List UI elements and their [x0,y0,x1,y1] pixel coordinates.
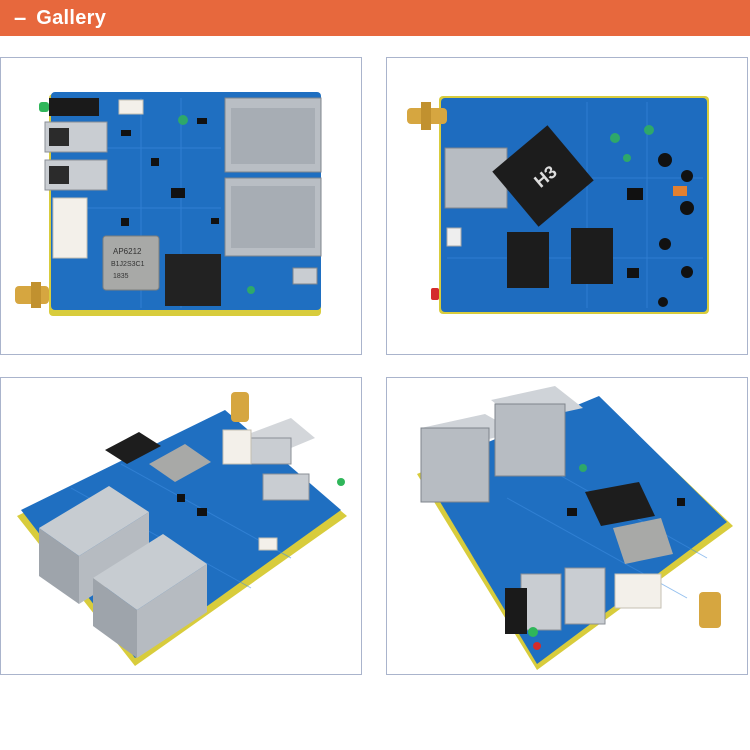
gallery-image-board-bottom-view[interactable]: H3 [386,57,748,355]
board-bottom-view-illustration: H3 [407,96,709,314]
wifi-module-label: AP6212 [113,247,142,256]
board-angled-side-view-illustration [417,386,733,670]
board-top-view-illustration: AP6212 B1J2S3C1 1835 [15,92,322,316]
gallery-image-board-angled-front-view[interactable] [0,377,362,675]
board-angled-front-view-illustration [17,392,347,666]
gallery-image-board-top-view[interactable]: AP6212 B1J2S3C1 1835 [0,57,362,355]
collapse-icon[interactable]: – [14,5,27,30]
gallery-image-board-angled-side-view[interactable] [386,377,748,675]
gallery-title: Gallery [36,6,107,29]
wifi-module-batch: 1835 [113,273,129,280]
gallery-header: – Gallery [0,0,750,36]
wifi-module-code: B1J2S3C1 [111,261,145,268]
